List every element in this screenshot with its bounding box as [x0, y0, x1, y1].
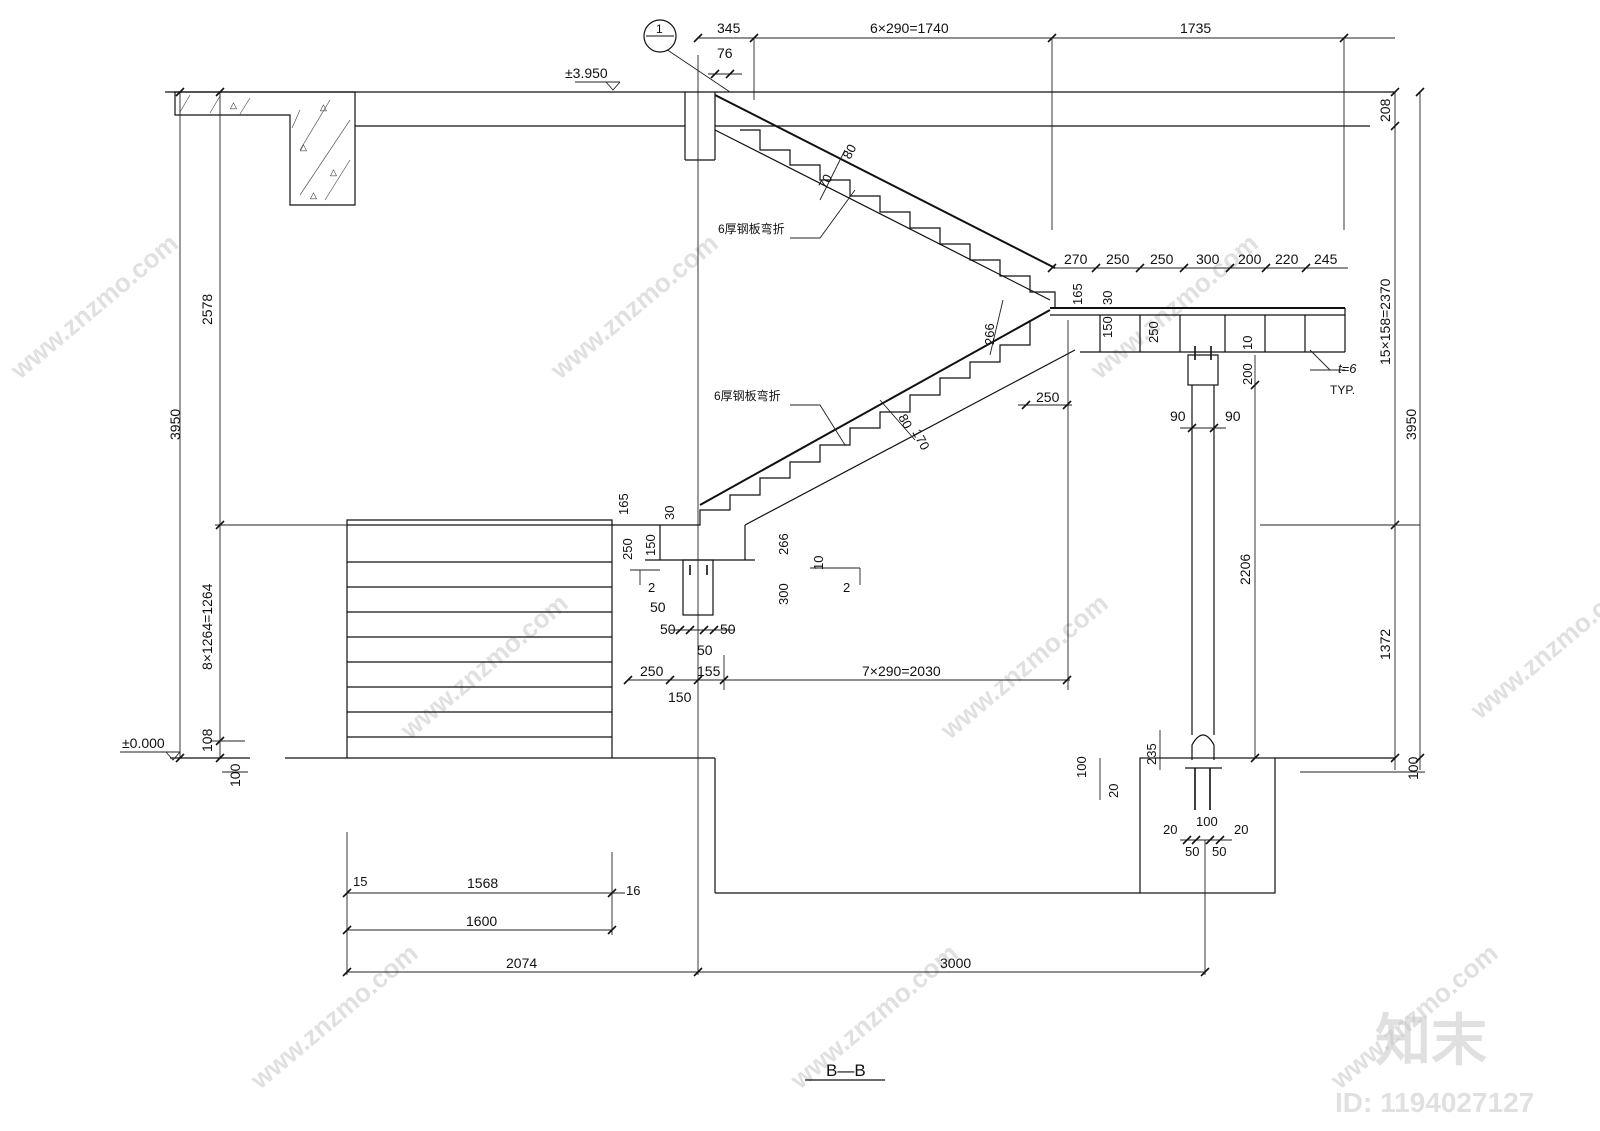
dim-label: 50 — [1185, 844, 1199, 859]
dim-label: 70 — [815, 172, 835, 192]
dim-label: 245 — [1314, 251, 1338, 267]
dim-label: 165 — [1070, 283, 1085, 305]
dim-label: 300 — [1196, 251, 1220, 267]
dim-label: 155 — [697, 663, 721, 679]
dim-label: 250 — [1146, 321, 1161, 343]
dimension-lines — [120, 33, 1425, 1081]
dim-label: 2074 — [506, 955, 537, 971]
dim-label: 208 — [1377, 98, 1393, 122]
dim-label: 30 — [1100, 291, 1115, 305]
watermark-layer: www.znzmo.com www.znzmo.com www.znzmo.co… — [4, 228, 1600, 1118]
dim-label: 100 — [1196, 814, 1218, 829]
dim-label: 15×158=2370 — [1377, 278, 1393, 365]
svg-text:△: △ — [300, 142, 307, 152]
dim-label: 80 — [839, 142, 859, 162]
dim-label: 20 — [1234, 822, 1248, 837]
dim-label: 200 — [1240, 363, 1255, 385]
dim-label: 235 — [1144, 743, 1159, 765]
svg-text:△: △ — [320, 102, 327, 112]
dim-label: 50 — [720, 621, 736, 637]
dim-label: 345 — [717, 20, 741, 36]
dim-label: 80 — [895, 411, 915, 431]
dim-label: 150 — [643, 534, 658, 556]
drawing-title: B—B — [826, 1061, 866, 1080]
dim-label: 7×290=2030 — [862, 663, 941, 679]
dim-label: 90 — [1225, 408, 1241, 424]
dim-label: 100 — [1405, 756, 1421, 780]
note-steel-plate-upper: 6厚钢板弯折 — [718, 221, 785, 236]
dim-label: 3000 — [940, 955, 971, 971]
watermark-id: ID: 1194027127 — [1335, 1087, 1534, 1118]
svg-text:△: △ — [310, 190, 317, 200]
dim-label: 150 — [1100, 316, 1115, 338]
watermark-text: www.znzmo.com — [934, 588, 1114, 746]
dim-label: 250 — [1106, 251, 1130, 267]
level-ground: ±0.000 — [122, 735, 165, 751]
dim-label: 2 — [648, 580, 655, 595]
dim-label: 10 — [811, 556, 826, 570]
dim-label: 2578 — [199, 294, 215, 325]
note-steel-plate-lower: 6厚钢板弯折 — [714, 388, 781, 403]
dim-label: 266 — [776, 533, 791, 555]
dim-label: 76 — [717, 45, 733, 61]
watermark-text: www.znzmo.com — [544, 228, 724, 386]
dim-label: 16 — [626, 883, 640, 898]
structure: △ △ △ △ △ — [165, 55, 1395, 975]
dim-label: 20 — [1163, 822, 1177, 837]
dim-label: 1372 — [1377, 629, 1393, 660]
dim-label: 2 — [843, 580, 850, 595]
axis-bubble: 1 — [643, 19, 677, 53]
dim-label: 250 — [620, 538, 635, 560]
concrete-beam: △ △ △ △ △ — [174, 91, 356, 206]
dim-label: 270 — [1064, 251, 1088, 267]
watermark-text: www.znzmo.com — [1464, 568, 1600, 726]
note-typ: TYP. — [1330, 383, 1355, 397]
dim-label: 15 — [353, 874, 367, 889]
dim-label: 266 — [982, 323, 997, 345]
dim-label: 3950 — [167, 409, 183, 440]
dim-label: 250 — [640, 663, 664, 679]
dim-label: 170 — [909, 426, 932, 452]
dim-label: 100 — [227, 763, 243, 787]
dim-label: 20 — [1106, 784, 1121, 798]
dim-label: 165 — [616, 493, 631, 515]
dim-label: 100 — [1074, 756, 1089, 778]
dim-label: 1600 — [466, 913, 497, 929]
note-plate-thickness: t=6 — [1338, 361, 1357, 376]
dim-label: 50 — [650, 599, 666, 615]
dim-label: 1568 — [467, 875, 498, 891]
dim-label: 108 — [199, 728, 215, 752]
svg-text:△: △ — [230, 100, 237, 110]
dim-label: 2206 — [1237, 554, 1253, 585]
dim-label: 30 — [662, 506, 677, 520]
svg-text:△: △ — [330, 167, 337, 177]
axis-bubble-label: 1 — [656, 22, 663, 36]
watermark-text: www.znzmo.com — [784, 938, 964, 1096]
dim-label: 10 — [1240, 336, 1255, 350]
dim-label: 250 — [1036, 389, 1060, 405]
dim-label: 300 — [776, 583, 791, 605]
dim-label: 50 — [1212, 844, 1226, 859]
dim-label: 50 — [660, 621, 676, 637]
watermark-text: www.znzmo.com — [244, 938, 424, 1096]
level-top: ±3.950 — [565, 65, 608, 81]
dim-label: 200 — [1238, 251, 1262, 267]
dim-label: 250 — [1150, 251, 1174, 267]
dim-label: 90 — [1170, 408, 1186, 424]
watermark-logo: 知末 — [1375, 1009, 1487, 1072]
dim-label: 3950 — [1403, 409, 1419, 440]
watermark-text: www.znzmo.com — [4, 228, 184, 386]
watermark-text: www.znzmo.com — [394, 588, 574, 746]
dim-label: 220 — [1275, 251, 1299, 267]
dim-label: 8×1264=1264 — [199, 583, 215, 670]
dim-label: 1735 — [1180, 20, 1211, 36]
dim-label: 50 — [697, 642, 713, 658]
dim-label: 6×290=1740 — [870, 20, 949, 36]
labels: ±3.950 ±0.000 345 6×290=1740 1735 76 208… — [122, 20, 1421, 1080]
dim-label: 150 — [668, 689, 692, 705]
